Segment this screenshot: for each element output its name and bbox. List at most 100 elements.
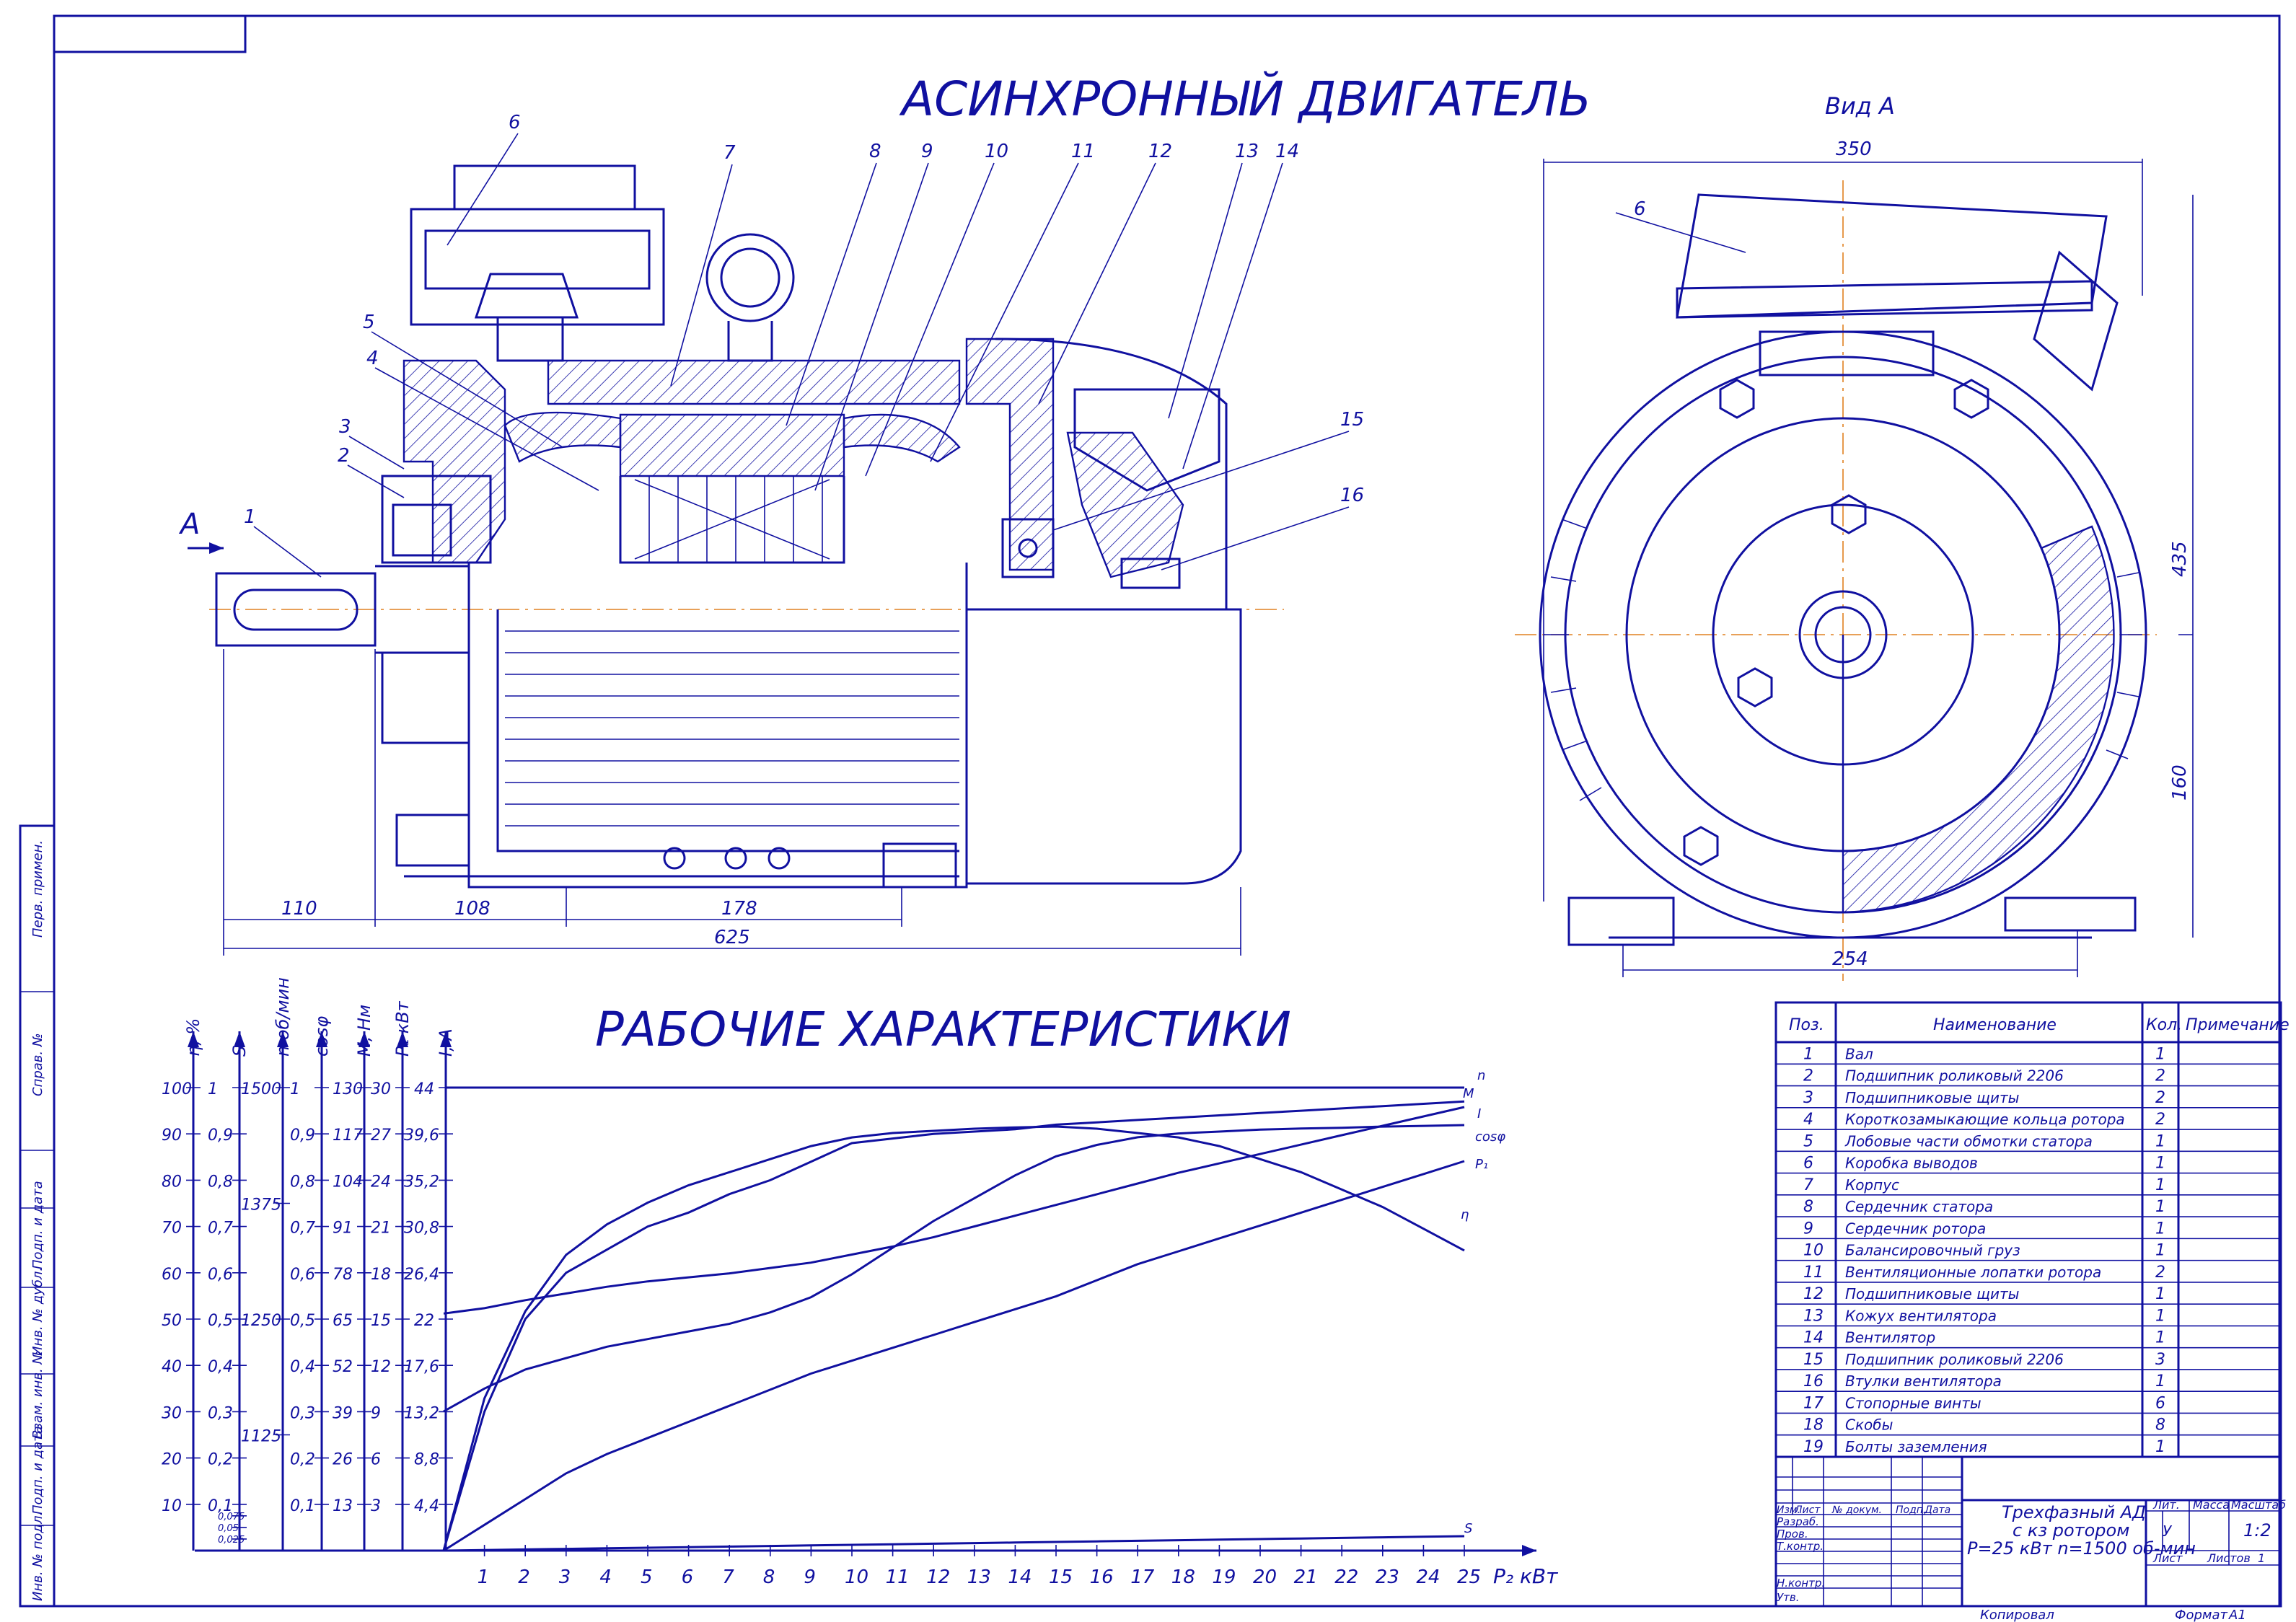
y-tick-label: 0,3 xyxy=(290,1404,315,1422)
callout-15: 15 xyxy=(1340,409,1364,431)
callout-11: 11 xyxy=(1071,141,1095,162)
y-axis-label: S xyxy=(229,1046,250,1057)
x-tick-label: 23 xyxy=(1376,1566,1399,1588)
scale-label: Масштаб xyxy=(2231,1498,2286,1512)
y-tick-label: 0,4 xyxy=(290,1358,315,1376)
scale-value: 1:2 xyxy=(2243,1520,2271,1541)
lit-label: Лит. xyxy=(2152,1498,2180,1512)
callout-10: 10 xyxy=(985,141,1008,162)
table-row-pos: 14 xyxy=(1803,1329,1824,1347)
x-tick-label: 9 xyxy=(804,1566,816,1588)
y-axis-label: I, A xyxy=(436,1028,456,1057)
title-block xyxy=(1774,1455,2282,1608)
y-axis-arrow xyxy=(397,1031,408,1047)
table-row-qty: 2 xyxy=(2155,1089,2165,1107)
y-tick-label: 0,2 xyxy=(290,1451,315,1469)
row-label-podp: Подп. xyxy=(1896,1504,1926,1516)
y-axis-label: cosφ xyxy=(312,1016,332,1057)
copied-label: Копировал xyxy=(1980,1608,2054,1622)
dim-178: 178 xyxy=(721,898,757,920)
y-tick-label: 27 xyxy=(371,1127,391,1145)
table-row-qty: 1 xyxy=(2155,1132,2165,1150)
table-row-pos: 5 xyxy=(1803,1132,1813,1150)
table-row-qty: 1 xyxy=(2155,1045,2165,1063)
table-row-pos: 2 xyxy=(1803,1067,1813,1085)
series-line-cosφ xyxy=(443,1124,1465,1413)
y-tick-label: 4,4 xyxy=(414,1497,439,1515)
x-tick-label: 10 xyxy=(845,1566,868,1588)
y-tick-label: 0,9 xyxy=(208,1127,233,1145)
table-row-qty: 1 xyxy=(2155,1155,2165,1173)
series-label-P₁: P₁ xyxy=(1475,1157,1488,1172)
x-tick-label: 24 xyxy=(1416,1566,1440,1588)
y-tick-label: 3 xyxy=(371,1497,381,1515)
x-tick-label: 3 xyxy=(559,1566,571,1588)
y-axis-arrow xyxy=(234,1031,245,1047)
table-row-name: Короткозамыкающие кольца ротора xyxy=(1845,1111,2125,1128)
y-tick-label: 1250 xyxy=(241,1312,281,1330)
callout-14: 14 xyxy=(1275,141,1299,162)
y-tick-label: 30 xyxy=(162,1404,182,1422)
y-tick-label: 80 xyxy=(162,1173,182,1191)
lit-value: У xyxy=(2163,1522,2173,1540)
y-tick-label: 130 xyxy=(333,1080,363,1098)
table-row-qty: 1 xyxy=(2155,1438,2165,1456)
characteristics-title: РАБОЧИЕ ХАРАКТЕРИСТИКИ xyxy=(595,1002,1291,1057)
y-tick-label: 35,2 xyxy=(404,1173,439,1191)
header-pos: Поз. xyxy=(1789,1016,1824,1034)
y-tick-label: 0,3 xyxy=(208,1404,233,1422)
x-tick-label: 2 xyxy=(518,1566,530,1588)
y-tick-label: 39 xyxy=(333,1404,353,1422)
y-axis-arrow xyxy=(359,1031,370,1047)
y-tick-label: 0,1 xyxy=(208,1497,233,1515)
callout-3: 3 xyxy=(339,416,351,438)
row-label-doc: № докум. xyxy=(1831,1504,1882,1516)
table-row-name: Вентиляционные лопатки ротора xyxy=(1845,1264,2101,1281)
dim-110: 110 xyxy=(281,898,317,920)
series-line-P₁ xyxy=(443,1160,1465,1552)
table-row-name: Скобы xyxy=(1845,1416,1893,1434)
series-line-M xyxy=(442,1100,1465,1551)
x-tick-label: 6 xyxy=(682,1566,694,1588)
y-tick-label: 0,4 xyxy=(208,1358,233,1376)
y-tick-label: 0,9 xyxy=(290,1127,315,1145)
y-tick-label: 65 xyxy=(333,1312,353,1330)
y-tick-label: 0,8 xyxy=(208,1173,233,1191)
y-axis-arrow xyxy=(188,1031,199,1047)
x-tick-label: 12 xyxy=(926,1566,950,1588)
strip-label-4: Инв. № дубл. xyxy=(30,1267,45,1356)
table-row-qty: 1 xyxy=(2155,1372,2165,1390)
series-label-S: S xyxy=(1464,1521,1472,1536)
table-row-name: Болты заземления xyxy=(1845,1438,1987,1455)
x-tick-label: 16 xyxy=(1090,1566,1114,1588)
x-tick-label: 14 xyxy=(1008,1566,1032,1588)
row-label-list: Лист xyxy=(1794,1504,1821,1516)
row-label-date: Дата xyxy=(1924,1504,1950,1516)
y-tick-label: 20 xyxy=(162,1451,182,1469)
callout-16: 16 xyxy=(1340,485,1364,506)
y-tick-label: 13 xyxy=(333,1497,353,1515)
callout-9: 9 xyxy=(921,141,933,162)
callout-1: 1 xyxy=(244,506,256,528)
table-row-pos: 18 xyxy=(1803,1416,1824,1434)
x-axis-label: P₂ кВт xyxy=(1493,1564,1558,1588)
y-tick-label: 44 xyxy=(414,1080,434,1098)
table-row-name: Кожух вентилятора xyxy=(1845,1307,1997,1324)
y-tick-label: 21 xyxy=(371,1220,391,1238)
y-tick-label: 60 xyxy=(162,1266,182,1284)
table-row-name: Балансировочный груз xyxy=(1845,1242,2020,1259)
table-row-pos: 17 xyxy=(1803,1394,1824,1412)
y-axis-arrow xyxy=(440,1031,452,1047)
y-tick-label: 26 xyxy=(333,1451,353,1469)
table-row-qty: 6 xyxy=(2155,1394,2165,1412)
table-row-name: Стопорные винты xyxy=(1845,1394,1981,1411)
side-dimensions: 110 108 178 625 xyxy=(223,649,1241,956)
y-tick-label: 22 xyxy=(414,1312,434,1330)
table-row-name: Втулки вентилятора xyxy=(1845,1372,2002,1390)
callout-6: 6 xyxy=(509,112,521,133)
doc-title-3: Р=25 кВт n=1500 об-мин xyxy=(1967,1538,2196,1559)
strip-label-3: Подп. и дата xyxy=(30,1181,45,1269)
x-tick-label: 15 xyxy=(1049,1566,1073,1588)
header-name: Наименование xyxy=(1933,1016,2057,1034)
